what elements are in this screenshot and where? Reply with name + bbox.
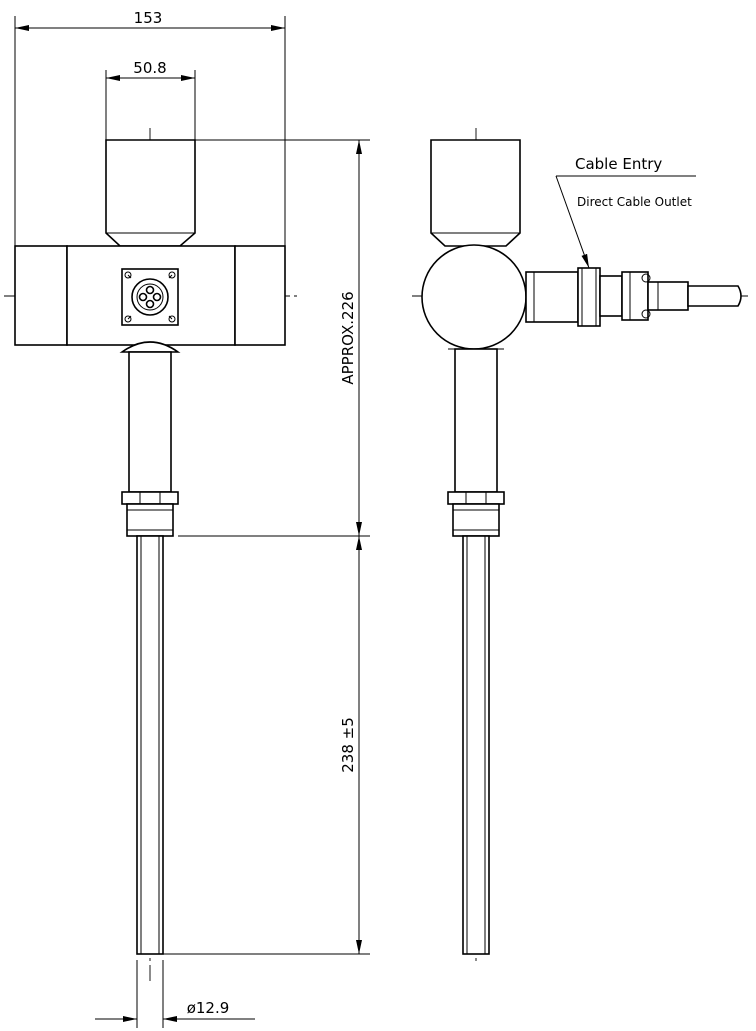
callout-cable-entry-label: Cable Entry	[575, 155, 662, 173]
side-stem	[454, 348, 498, 493]
front-hex-nut	[121, 491, 179, 505]
front-view	[4, 128, 300, 985]
dimension-overall-width: 153	[14, 9, 286, 246]
front-thread	[126, 503, 174, 537]
dimension-probe-length: 238 ±5	[339, 536, 362, 954]
side-thread	[452, 503, 500, 537]
front-body-right-end	[234, 245, 286, 346]
callout-cable-entry: Cable Entry Direct Cable Outlet	[555, 155, 696, 269]
side-cable	[687, 285, 742, 307]
side-hex-nut	[447, 491, 505, 505]
dimension-probe-length-label: 238 ±5	[339, 717, 357, 773]
side-round-body	[421, 244, 527, 350]
dimension-top-cap-width-label: 50.8	[133, 59, 166, 77]
front-neck-dome	[119, 341, 181, 353]
front-top-cap	[105, 139, 196, 247]
dimension-top-cap-width: 50.8	[105, 59, 196, 140]
side-view	[412, 128, 748, 962]
dimension-probe-diameter: ø12.9	[95, 960, 255, 1028]
side-cable-gland	[525, 267, 689, 327]
dimension-head-height: APPROX.226	[339, 140, 362, 536]
front-connector	[121, 268, 179, 326]
dimension-overall-width-label: 153	[134, 9, 163, 27]
dimension-head-height-label: APPROX.226	[339, 291, 357, 384]
front-stem	[128, 351, 172, 493]
dimension-probe-diameter-label: ø12.9	[187, 999, 230, 1017]
callout-direct-cable-outlet-label: Direct Cable Outlet	[577, 195, 692, 209]
front-body-left-end	[14, 245, 68, 346]
side-top-cap	[430, 139, 521, 247]
